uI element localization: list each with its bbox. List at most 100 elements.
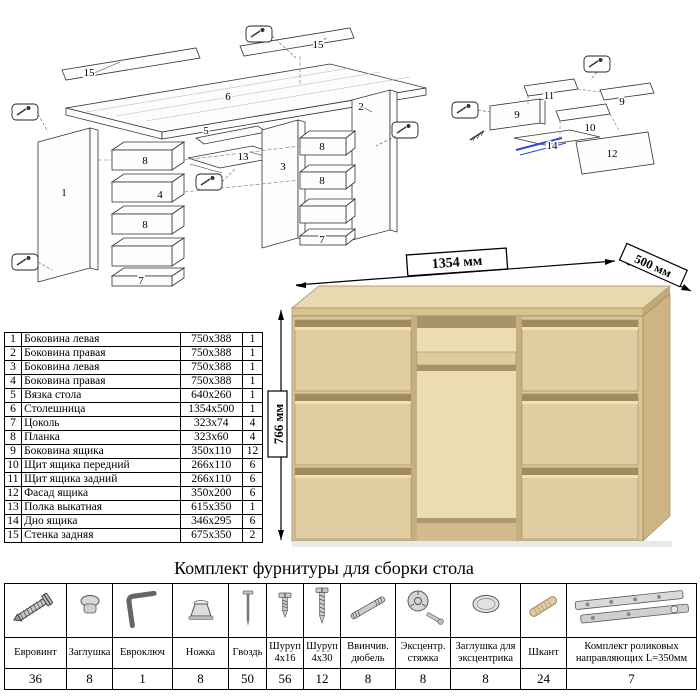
keyboard-tray <box>416 351 517 366</box>
part-name: Вязка стола <box>21 388 181 403</box>
part-qty: 1 <box>241 374 264 389</box>
screw-long-icon <box>315 587 329 624</box>
hardware-qty: 8 <box>395 668 451 690</box>
callout-2: 2 <box>358 101 364 113</box>
right-drawer-stack <box>298 130 357 246</box>
part-num: 14 <box>3 514 23 529</box>
callout-7b: 7 <box>138 275 144 287</box>
part-size: 350х200 <box>179 486 243 501</box>
part-size: 266х110 <box>179 458 243 473</box>
cap-cell <box>66 583 113 638</box>
part-size: 675х350 <box>179 528 243 543</box>
callout-8d: 8 <box>319 175 325 187</box>
part-size: 323х74 <box>179 416 243 431</box>
foot-cell <box>172 583 229 638</box>
depth-dimension: 500 мм <box>618 242 692 292</box>
depth-label-box <box>618 242 689 288</box>
callout-10: 10 <box>585 122 597 134</box>
width-label: 1354 мм <box>431 254 483 273</box>
callout-9a: 9 <box>514 109 520 121</box>
wood-dowel-cell <box>520 583 567 638</box>
part-qty: 1 <box>241 402 264 417</box>
desk-render: 1354 мм 500 мм 766 мм <box>267 242 692 547</box>
screw-short-cell <box>266 583 304 638</box>
hardware-name: Шуруп 4х30 <box>303 637 341 669</box>
callout-5: 5 <box>203 125 209 137</box>
hardware-qty: 50 <box>228 668 267 690</box>
part-qty: 6 <box>241 472 264 487</box>
height-label-box <box>267 390 288 458</box>
part-qty: 6 <box>241 458 264 473</box>
hardware-name: Комплект роликовых направляющих L=350мм <box>566 637 697 669</box>
part-size: 350х110 <box>179 444 243 459</box>
hardware-qty: 8 <box>450 668 521 690</box>
callout-12: 12 <box>607 148 618 160</box>
back-wall-right <box>239 27 355 57</box>
desk-left-drawers <box>294 319 412 540</box>
hardware-qty: 56 <box>266 668 304 690</box>
desk-middle-opening <box>411 316 522 541</box>
part-num: 2 <box>3 346 23 361</box>
callout-8b: 8 <box>142 219 148 231</box>
part-size: 640х260 <box>179 388 243 403</box>
drawer-slide-icon <box>574 590 689 624</box>
drawer-facade <box>575 131 655 175</box>
drawer-slide-cell <box>566 583 697 638</box>
part-num: 5 <box>3 388 23 403</box>
part-qty: 1 <box>241 388 264 403</box>
height-dimension: 766 мм <box>267 310 288 540</box>
callout-8c: 8 <box>319 141 325 153</box>
callout-9b: 9 <box>619 96 625 108</box>
tool-callouts <box>11 25 419 271</box>
hexkey-cell <box>112 583 173 638</box>
part-size: 750х388 <box>179 332 243 347</box>
part-num: 4 <box>3 374 23 389</box>
cam-lock-cell <box>395 583 451 638</box>
foot-icon <box>188 600 213 620</box>
drawer-bottom-panel <box>513 129 601 146</box>
part-size: 1354х500 <box>179 402 243 417</box>
part-name: Боковина левая <box>21 332 181 347</box>
hardware-names-row: Евровинт Заглушка Евроключ Ножка Гвоздь … <box>4 637 697 669</box>
part-qty: 1 <box>241 500 264 515</box>
exploded-desk-diagram: 15 6 15 2 5 13 3 1 8 4 8 8 8 7 7 <box>11 25 427 289</box>
part-size: 323х60 <box>179 430 243 445</box>
part-qty: 6 <box>241 514 264 529</box>
part-num: 12 <box>3 486 23 501</box>
callout-8a: 8 <box>142 155 148 167</box>
part-name: Щит ящика передний <box>21 458 181 473</box>
drawer-callout-numbers: 11 9 9 10 14 12 <box>513 89 627 162</box>
callout-4: 4 <box>157 189 163 201</box>
part-size: 346х295 <box>179 514 243 529</box>
part-num: 6 <box>3 402 23 417</box>
left-side-panel <box>37 127 91 283</box>
part-name: Боковина правая <box>21 346 181 361</box>
main-callout-numbers: 15 6 15 2 5 13 3 1 8 4 8 8 8 7 7 <box>60 38 366 289</box>
part-qty: 1 <box>241 346 264 361</box>
left-drawer-stack <box>110 141 186 287</box>
hardware-table: Евровинт Заглушка Евроключ Ножка Гвоздь … <box>4 583 697 690</box>
callout-3: 3 <box>280 161 286 173</box>
hardware-qty: 8 <box>340 668 396 690</box>
hardware-name: Шуруп 4х16 <box>266 637 304 669</box>
cam-cap-icon <box>472 595 499 613</box>
desk-right-drawers <box>521 319 639 540</box>
callout-1: 1 <box>61 187 67 199</box>
part-name: Щит ящика задний <box>21 472 181 487</box>
part-size: 750х388 <box>179 374 243 389</box>
drawer-front-panel <box>555 103 611 122</box>
part-qty: 12 <box>241 444 264 459</box>
hardware-name: Заглушка <box>66 637 113 669</box>
